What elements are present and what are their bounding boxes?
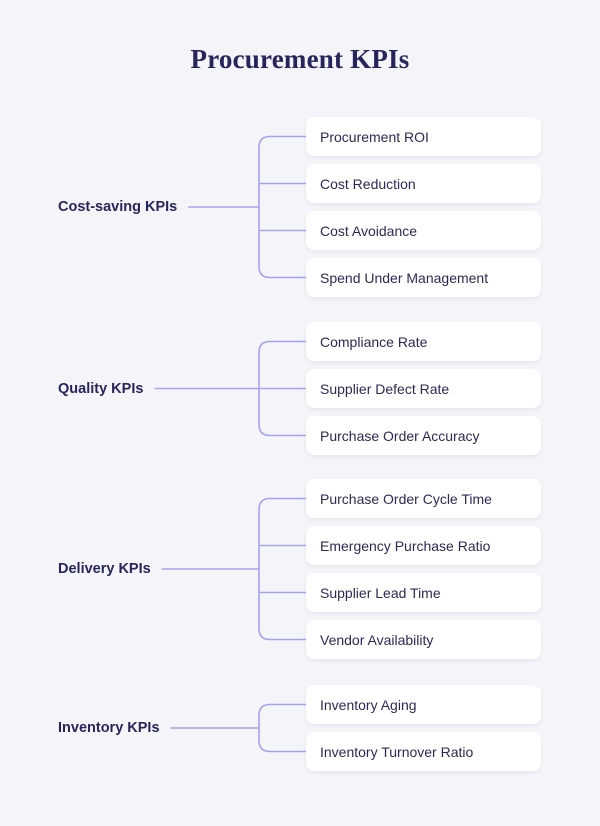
kpi-card[interactable]: Cost Avoidance: [306, 211, 541, 250]
kpi-card[interactable]: Compliance Rate: [306, 322, 541, 361]
page-title: Procurement KPIs: [190, 44, 410, 74]
kpi-card[interactable]: Emergency Purchase Ratio: [306, 526, 541, 565]
kpi-card[interactable]: Spend Under Management: [306, 258, 541, 297]
kpi-card[interactable]: Vendor Availability: [306, 620, 541, 659]
branch-label-1: Cost-saving KPIs: [58, 198, 178, 215]
kpi-card[interactable]: Purchase Order Accuracy: [306, 416, 541, 455]
kpi-card[interactable]: Procurement ROI: [306, 117, 541, 156]
kpi-card[interactable]: Cost Reduction: [306, 164, 541, 203]
branch-label-3: Delivery KPIs: [58, 560, 151, 577]
kpi-card[interactable]: Supplier Lead Time: [306, 573, 541, 612]
kpi-card[interactable]: Inventory Aging: [306, 685, 541, 724]
branch-label-2: Quality KPIs: [58, 380, 144, 397]
kpi-card[interactable]: Purchase Order Cycle Time: [306, 479, 541, 518]
kpi-card[interactable]: Inventory Turnover Ratio: [306, 732, 541, 771]
kpi-card[interactable]: Supplier Defect Rate: [306, 369, 541, 408]
branch-label-4: Inventory KPIs: [58, 719, 160, 736]
